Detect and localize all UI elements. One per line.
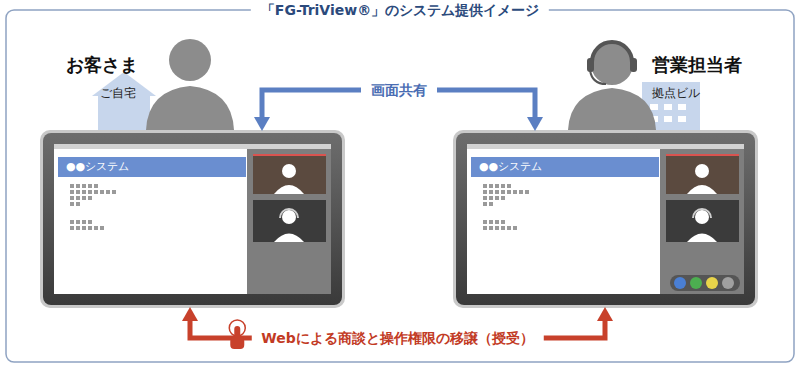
operator-silhouette-part [587, 58, 594, 72]
house-icon [92, 72, 156, 130]
monitor-left [40, 130, 345, 308]
role-label: お客さま [66, 54, 138, 76]
monitor-screen: ●●システム [40, 130, 345, 308]
call-buttons-part [706, 277, 718, 289]
monitor-screen: ●●システム [453, 130, 758, 308]
call-buttons-part [670, 275, 740, 291]
building-icon-part [678, 116, 686, 122]
edge-label: 画面共有 [361, 80, 437, 100]
diagram-title: 「FG-TriView®」のシステム提供イメージ [251, 1, 549, 19]
hand-palm [230, 337, 244, 349]
operator-silhouette-part [568, 88, 656, 130]
window-title: ●●システム [58, 157, 246, 177]
place-label: ご自宅 [100, 86, 136, 100]
operator-silhouette-part [592, 42, 632, 62]
building-icon-part [650, 104, 658, 110]
operator-silhouette [568, 42, 656, 130]
customer-silhouette-part [146, 86, 234, 130]
operator-silhouette-part [590, 70, 606, 84]
building-icon-part [664, 116, 672, 122]
building-icon-part [664, 104, 672, 110]
window-title: ●●システム [471, 157, 659, 177]
customer-silhouette [146, 39, 234, 130]
frame-border [6, 10, 794, 362]
customer-silhouette-part [169, 39, 211, 81]
call-buttons-part [674, 277, 686, 289]
monitor-right [453, 130, 758, 308]
edge-label: Webによる商談と操作権限の移譲（授受） [251, 328, 543, 348]
house-icon-part [98, 96, 150, 130]
call-buttons-part [722, 277, 734, 289]
call-buttons-part [690, 277, 702, 289]
call-buttons [670, 275, 740, 291]
operator-silhouette-part [630, 58, 637, 72]
operator-silhouette-part [591, 43, 633, 85]
place-label: 拠点ビル [652, 86, 700, 100]
role-label: 営業担当者 [652, 54, 742, 76]
building-icon-part [678, 104, 686, 110]
pointer-hand-icon [229, 320, 245, 349]
